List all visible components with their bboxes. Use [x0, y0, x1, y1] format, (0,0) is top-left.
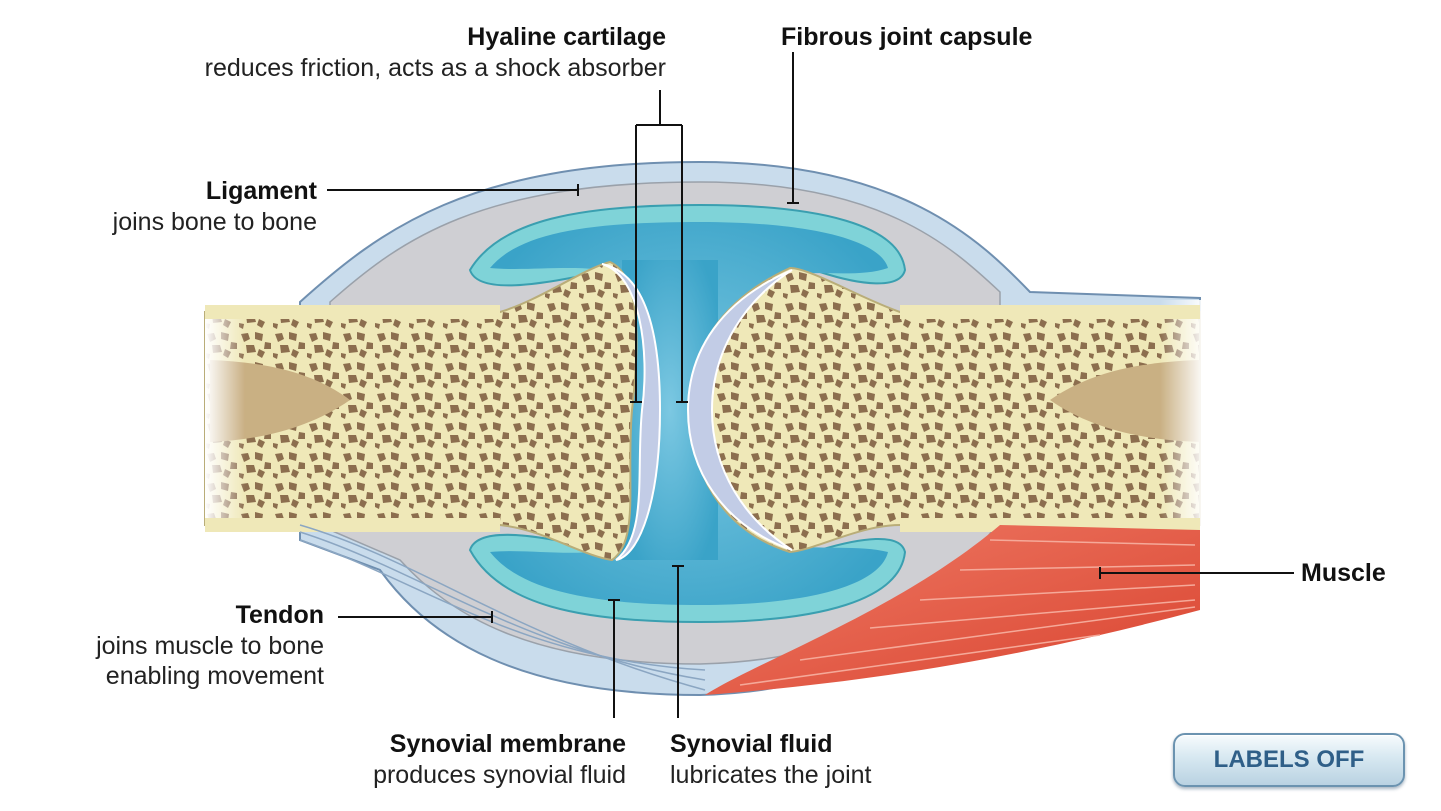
- synovial-membrane-title: Synovial membrane: [373, 729, 626, 760]
- fibrous-capsule-title: Fibrous joint capsule: [781, 22, 1032, 53]
- tendon-desc-line1: joins muscle to bone: [96, 631, 324, 662]
- ligament-desc: joins bone to bone: [113, 207, 317, 238]
- right-bone: [690, 268, 1205, 552]
- left-bone: [205, 262, 637, 560]
- synovial-membrane-desc: produces synovial fluid: [373, 760, 626, 791]
- labels-off-button[interactable]: LABELS OFF: [1173, 733, 1405, 787]
- hyaline-cartilage-title: Hyaline cartilage: [205, 22, 666, 53]
- tendon-title: Tendon: [96, 600, 324, 631]
- synovial-fluid-desc: lubricates the joint: [670, 760, 872, 791]
- muscle-title: Muscle: [1301, 558, 1386, 589]
- hyaline-cartilage-label: Hyaline cartilage reduces friction, acts…: [205, 22, 666, 83]
- synovial-fluid-label: Synovial fluid lubricates the joint: [670, 729, 872, 790]
- ligament-title: Ligament: [113, 176, 317, 207]
- synovial-fluid-title: Synovial fluid: [670, 729, 872, 760]
- hyaline-cartilage-desc: reduces friction, acts as a shock absorb…: [205, 53, 666, 84]
- muscle-label: Muscle: [1301, 558, 1386, 589]
- fibrous-capsule-label: Fibrous joint capsule: [781, 22, 1032, 53]
- tendon-label: Tendon joins muscle to bone enabling mov…: [96, 600, 324, 692]
- tendon-desc-line2: enabling movement: [96, 661, 324, 692]
- synovial-membrane-label: Synovial membrane produces synovial flui…: [373, 729, 626, 790]
- ligament-label: Ligament joins bone to bone: [113, 176, 317, 237]
